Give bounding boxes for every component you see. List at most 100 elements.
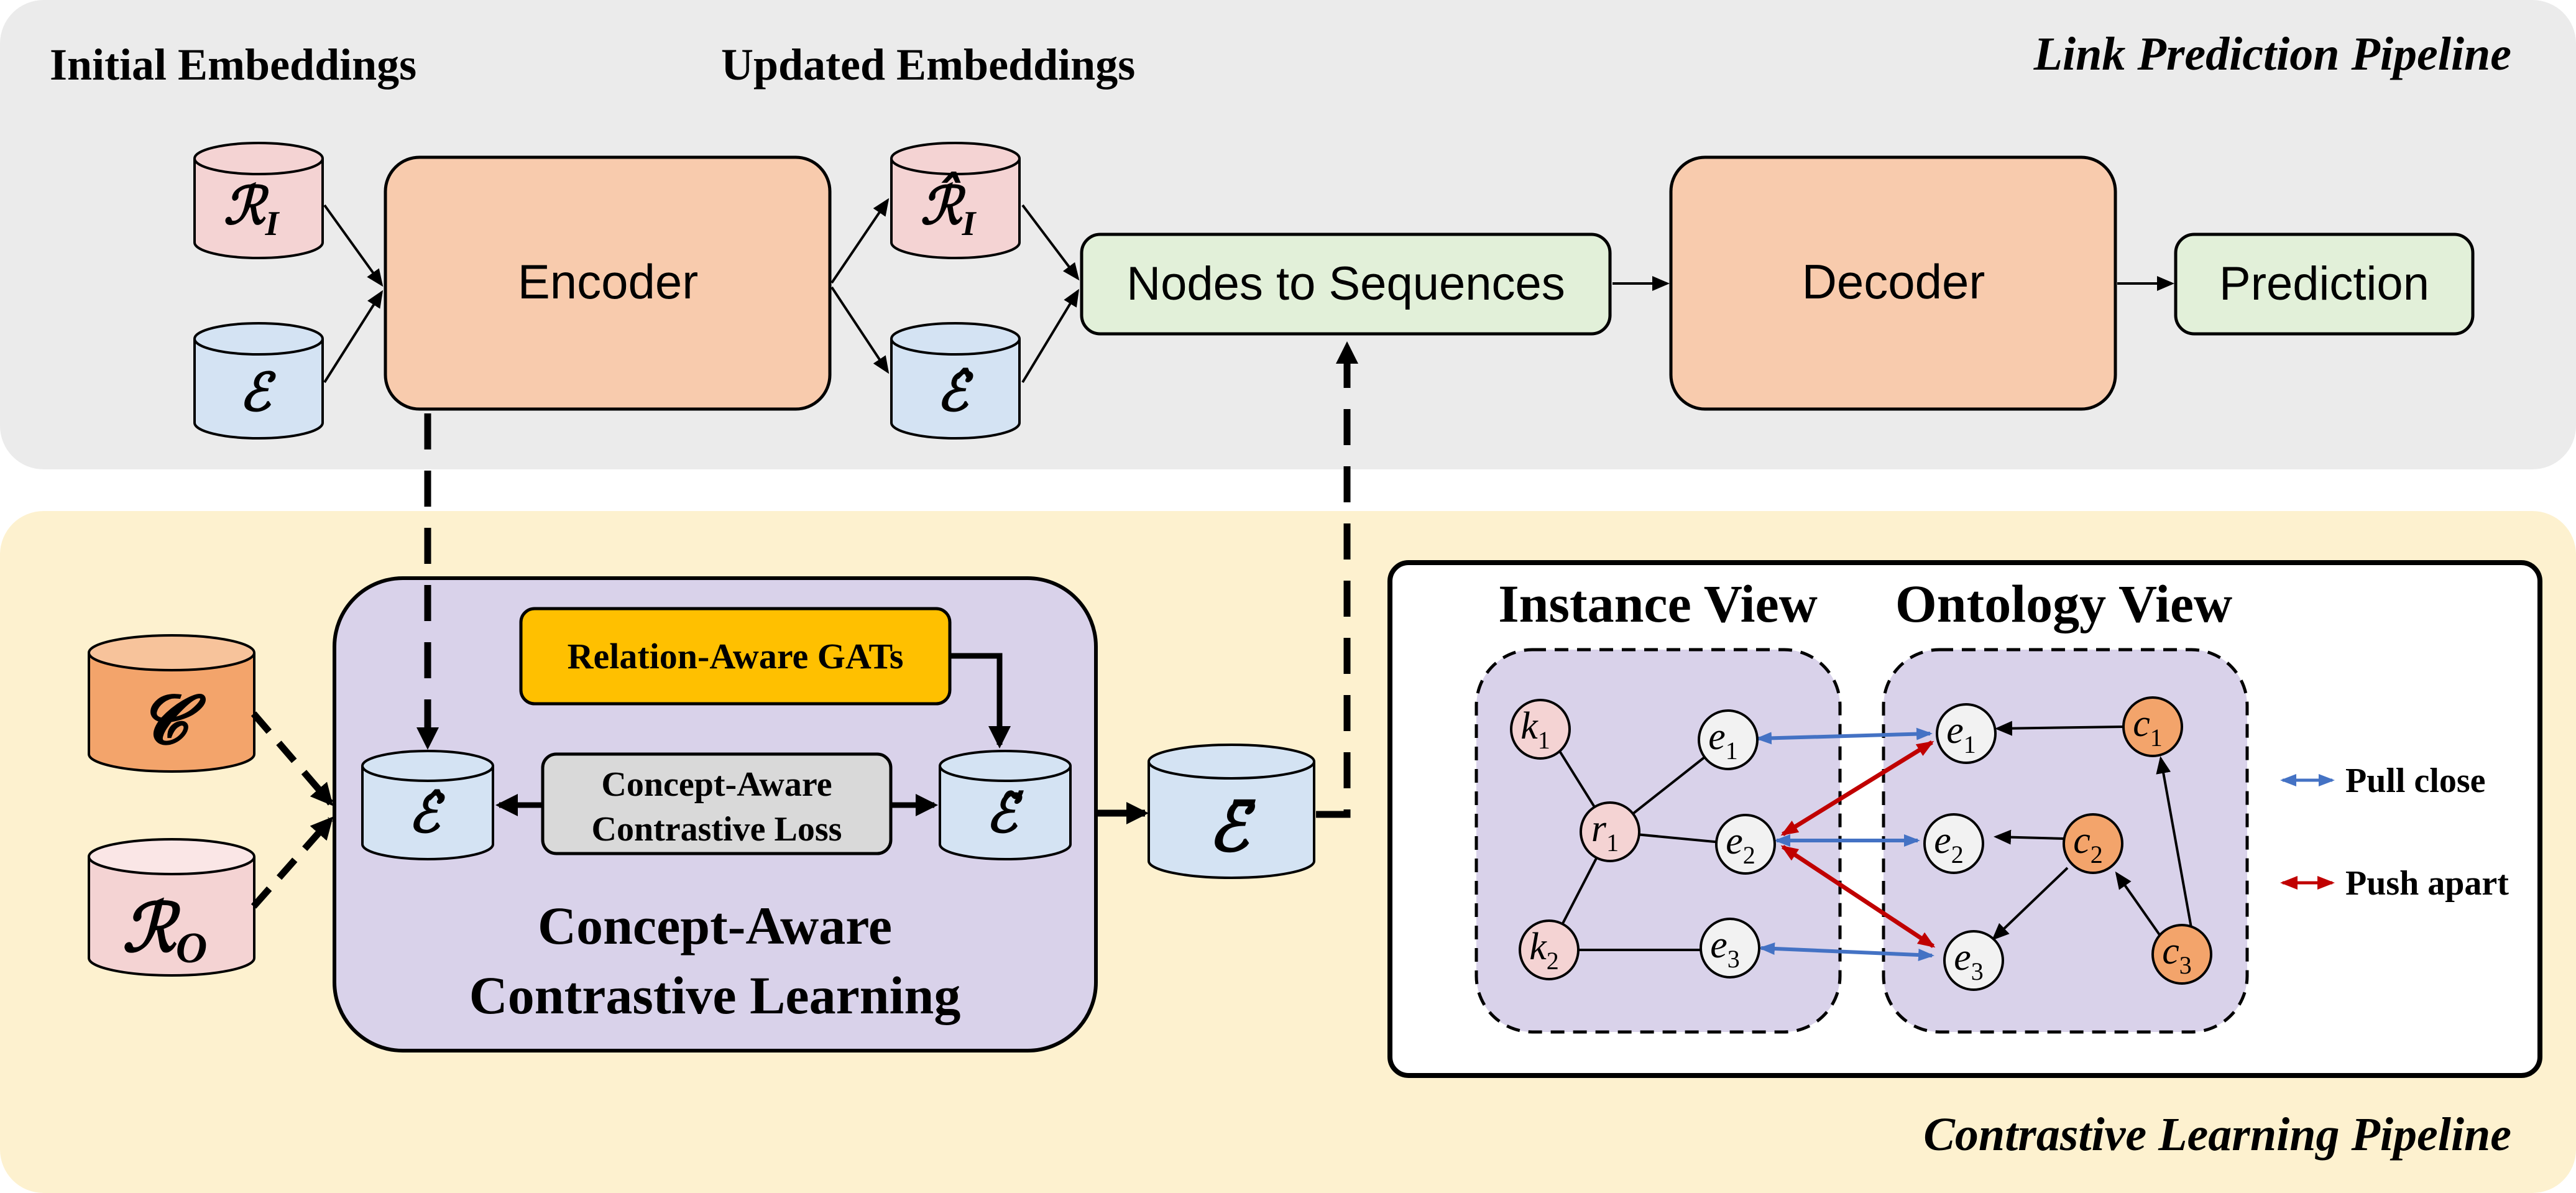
svg-text:ℛO: ℛO	[122, 892, 208, 972]
svg-text:c2: c2	[2073, 819, 2103, 868]
svg-text:e2: e2	[1934, 819, 1964, 868]
entity-hat-inner-symbol: ℰ̂	[408, 786, 446, 844]
entity-bar-db: ℰ̄	[1148, 744, 1315, 879]
node-subscript: 2	[1547, 947, 1559, 975]
entity-hat-symbol: ℰ̂	[937, 364, 974, 422]
concept-db: 𝓒	[88, 634, 255, 773]
node-letter: r	[1591, 808, 1607, 850]
prediction-box	[2174, 233, 2475, 336]
ontology-node-c3: c3	[2151, 924, 2212, 985]
ontology-node-c2: c2	[2063, 813, 2123, 874]
arrow-ro-to-module	[251, 816, 334, 909]
decoder-box	[1669, 155, 2117, 411]
node-letter: c	[2073, 819, 2091, 862]
svg-text:e1: e1	[1708, 716, 1738, 765]
ontology-node-c1: c1	[2122, 696, 2183, 757]
node-letter: e	[1710, 924, 1727, 966]
decoder-label: Decoder	[1802, 254, 1985, 309]
node-letter: c	[2162, 930, 2179, 972]
instance-view-title: Instance View	[1498, 574, 1818, 633]
r-i-hat-subscript: I	[962, 205, 977, 243]
arrow-ebar-to-nts	[1316, 341, 1358, 818]
instance-node-e3: e3	[1700, 918, 1760, 979]
arrow-ri-to-encoder	[323, 204, 384, 287]
instance-node-e1: e1	[1698, 709, 1759, 770]
legend: Pull close Push apart	[2280, 762, 2509, 903]
entity-db: ℰ	[193, 322, 324, 440]
nodes-to-sequences-box	[1080, 233, 1612, 336]
node-subscript: 3	[2179, 951, 2192, 979]
svg-text:r1: r1	[1591, 808, 1619, 857]
node-subscript: 2	[1743, 841, 1755, 869]
entity-symbol: ℰ	[239, 364, 277, 422]
node-letter: e	[1946, 709, 1964, 752]
arrow-e-to-encoder	[323, 290, 384, 384]
node-subscript: 2	[1951, 841, 1964, 868]
node-letter: c	[2133, 702, 2150, 745]
svg-text:e3: e3	[1954, 936, 1984, 985]
node-subscript: 1	[1606, 829, 1619, 857]
entity-tilde-db: ℰ̃	[939, 750, 1072, 860]
arrow-encoder-to-ri-hat	[830, 198, 890, 284]
loss-label-line2: Contrastive Loss	[592, 810, 842, 849]
node-subscript: 2	[2091, 841, 2103, 868]
updated-embeddings-heading: Updated Embeddings	[721, 40, 1135, 90]
entity-hat-inner-db: ℰ̂	[361, 750, 494, 860]
node-letter: e	[1934, 819, 1951, 862]
node-letter: e	[1726, 820, 1743, 862]
module-title-line2: Contrastive Learning	[469, 965, 961, 1025]
svg-text:c3: c3	[2162, 930, 2192, 979]
legend-push-label: Push apart	[2345, 864, 2509, 903]
nodes-to-sequences-label: Nodes to Sequences	[1126, 257, 1565, 310]
instance-node-k1: k1	[1510, 699, 1571, 760]
arrow-e-hat-to-nts	[1021, 288, 1080, 384]
entity-hat-db: ℰ̂	[890, 322, 1021, 440]
svg-text:e2: e2	[1726, 820, 1755, 869]
svg-text:ℛ̂I: ℛ̂I	[921, 172, 977, 243]
arrow-gat-to-tilde	[950, 653, 1011, 749]
push-arrow-e2-e3	[1780, 845, 1936, 948]
svg-text:ℛI: ℛI	[224, 178, 280, 243]
arrow-concept-to-module	[251, 711, 334, 806]
relation-instance-hat-db: ℛ̂I	[890, 142, 1021, 259]
gat-label: Relation-Aware GATs	[568, 636, 904, 676]
instance-node-k2: k2	[1519, 919, 1580, 980]
svg-text:e3: e3	[1710, 924, 1740, 973]
r-o-subscript: O	[176, 924, 208, 972]
svg-text:e1: e1	[1946, 709, 1976, 758]
prediction-label: Prediction	[2219, 257, 2429, 310]
ontology-node-e2: e2	[1923, 813, 1984, 874]
relation-ontology-db: ℛO	[88, 838, 255, 977]
svg-text:k2: k2	[1529, 926, 1559, 975]
loss-label-line1: Concept-Aware	[601, 765, 832, 804]
node-subscript: 3	[1727, 945, 1740, 973]
r-o-symbol: ℛ	[122, 892, 182, 966]
relation-instance-db: ℛI	[193, 142, 324, 259]
encoder-box	[384, 155, 832, 411]
node-subscript: 1	[1726, 737, 1738, 765]
pull-arrow-e3	[1759, 942, 1934, 962]
node-subscript: 3	[1971, 957, 1984, 985]
svg-text:k1: k1	[1520, 705, 1550, 754]
instance-node-e2: e2	[1715, 814, 1776, 875]
node-letter: k	[1529, 926, 1547, 968]
push-arrow-e2-e1	[1780, 740, 1934, 836]
r-i-subscript: I	[265, 205, 280, 243]
arrow-encoder-to-e-hat	[830, 286, 890, 374]
contrastive-learning-pipeline-label: Contrastive Learning Pipeline	[1923, 1108, 2511, 1161]
node-subscript: 1	[2150, 724, 2163, 752]
pull-arrow-e1	[1755, 727, 1933, 745]
ontology-node-e1: e1	[1936, 703, 1997, 764]
encoder-label: Encoder	[518, 254, 699, 309]
r-i-symbol: ℛ	[224, 178, 270, 236]
entity-bar-symbol: ℰ̄	[1208, 791, 1256, 865]
node-letter: e	[1708, 716, 1726, 758]
legend-pull-label: Pull close	[2345, 762, 2486, 800]
r-i-hat-symbol: ℛ̂	[921, 172, 967, 236]
ontology-view-title: Ontology View	[1895, 574, 2232, 633]
node-letter: k	[1520, 705, 1539, 747]
instance-node-r1: r1	[1580, 801, 1640, 862]
node-letter: e	[1954, 936, 1971, 979]
